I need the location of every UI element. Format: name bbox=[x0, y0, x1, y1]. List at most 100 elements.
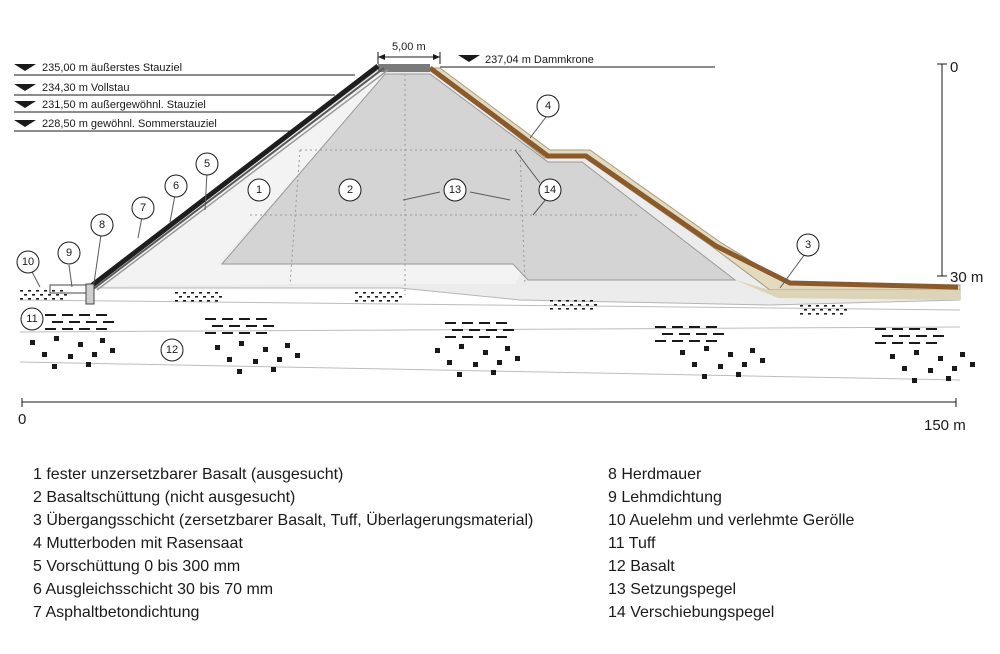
tuff-mark bbox=[479, 322, 490, 324]
tuff-mark bbox=[79, 314, 90, 316]
callout-circle bbox=[20, 307, 44, 331]
gravel-mark bbox=[28, 298, 31, 300]
gravel-mark bbox=[52, 290, 55, 292]
water-levels: 235,00 m äußerstes Stauziel 234,30 m Vol… bbox=[14, 62, 355, 132]
tuff-mark bbox=[899, 335, 910, 337]
basalt-mark bbox=[760, 358, 765, 363]
gravel-mark bbox=[800, 305, 803, 307]
legend-item: 4 Mutterboden mit Rasensaat bbox=[33, 535, 243, 552]
tuff-mark bbox=[655, 326, 666, 328]
basalt-mark bbox=[435, 348, 440, 353]
tuff-mark bbox=[672, 326, 683, 328]
gravel-mark bbox=[379, 300, 382, 302]
gravel-mark bbox=[24, 294, 27, 296]
basalt-mark bbox=[692, 362, 697, 367]
tuff-mark bbox=[445, 322, 456, 324]
height-axis-top: 0 bbox=[950, 59, 958, 76]
tuff-mark bbox=[246, 325, 257, 327]
gravel-mark bbox=[44, 298, 47, 300]
basalt-mark bbox=[263, 347, 268, 352]
legend-item: 7 Asphaltbetondichtung bbox=[33, 604, 200, 621]
gravel-mark bbox=[840, 313, 843, 315]
gravel-mark bbox=[52, 298, 55, 300]
gravel-mark bbox=[367, 296, 370, 298]
gravel-mark bbox=[816, 313, 819, 315]
tuff-mark bbox=[679, 333, 690, 335]
basalt-mark bbox=[497, 360, 502, 365]
legend-item: 11 Tuff bbox=[608, 535, 656, 552]
gravel-mark bbox=[191, 292, 194, 294]
tuff-mark bbox=[469, 329, 480, 331]
water-level-4: 228,50 m gewöhnl. Sommerstauziel bbox=[42, 118, 217, 130]
gravel-mark bbox=[570, 304, 573, 306]
basalt-mark bbox=[505, 346, 510, 351]
gravel-mark bbox=[816, 305, 819, 307]
gravel-mark bbox=[844, 309, 847, 311]
gravel-mark bbox=[40, 294, 43, 296]
length-axis-start: 0 bbox=[18, 411, 26, 428]
basalt-mark bbox=[718, 364, 723, 369]
tuff-mark bbox=[933, 335, 944, 337]
gravel-mark bbox=[391, 296, 394, 298]
water-level-1: 235,00 m äußerstes Stauziel bbox=[42, 62, 182, 74]
tuff-mark bbox=[689, 340, 700, 342]
legend-item: 5 Vorschüttung 0 bis 300 mm bbox=[33, 558, 241, 575]
gravel-mark bbox=[379, 292, 382, 294]
basalt-mark bbox=[42, 352, 47, 357]
crest-width: 5,00 m bbox=[392, 41, 426, 53]
tuff-mark bbox=[79, 328, 90, 330]
basalt-mark bbox=[78, 342, 83, 347]
callout-number: 12 bbox=[166, 344, 178, 356]
basalt-mark bbox=[952, 366, 957, 371]
gravel-mark bbox=[187, 296, 190, 298]
clay-seal bbox=[49, 284, 87, 294]
gravel-mark bbox=[828, 309, 831, 311]
callout-circle bbox=[538, 178, 562, 202]
callout-circle bbox=[16, 250, 40, 274]
zone-4-topsoil bbox=[428, 65, 959, 290]
crest-annotation: 237,04 m Dammkrone 5,00 m bbox=[377, 41, 715, 68]
gravel-mark bbox=[399, 296, 402, 298]
gravel-mark bbox=[183, 292, 186, 294]
gravel-mark bbox=[808, 313, 811, 315]
ground-textures bbox=[20, 290, 975, 383]
gravel-mark bbox=[840, 305, 843, 307]
gravel-mark bbox=[371, 292, 374, 294]
legend-item: 14 Verschiebungspegel bbox=[608, 604, 775, 621]
legend-item: 3 Übergangsschicht (zersetzbarer Basalt,… bbox=[33, 512, 534, 529]
callout-number: 10 bbox=[22, 256, 34, 268]
basalt-mark bbox=[110, 348, 115, 353]
tuff-mark bbox=[96, 328, 107, 330]
tuff-mark bbox=[892, 342, 903, 344]
callout-number: 1 bbox=[256, 184, 262, 196]
length-scale: 0 150 m bbox=[18, 398, 966, 434]
gravel-mark bbox=[578, 304, 581, 306]
zone-2-basalt-fill bbox=[220, 73, 737, 281]
basalt-mark bbox=[473, 362, 478, 367]
tuff-mark bbox=[52, 321, 63, 323]
dam-crest bbox=[378, 64, 430, 72]
basalt-mark bbox=[938, 356, 943, 361]
gravel-mark bbox=[383, 296, 386, 298]
tuff-mark bbox=[452, 329, 463, 331]
gravel-mark bbox=[36, 298, 39, 300]
basalt-mark bbox=[902, 366, 907, 371]
legend-item: 9 Lehmdichtung bbox=[608, 489, 722, 506]
tuff-mark bbox=[875, 342, 886, 344]
tuff-mark bbox=[479, 336, 490, 338]
tuff-mark bbox=[892, 328, 903, 330]
basalt-mark bbox=[86, 362, 91, 367]
tuff-mark bbox=[96, 314, 107, 316]
basalt-mark bbox=[704, 346, 709, 351]
gravel-mark bbox=[824, 313, 827, 315]
gravel-mark bbox=[590, 308, 593, 310]
gravel-mark bbox=[175, 300, 178, 302]
dam-cross-section: 235,00 m äußerstes Stauziel 234,30 m Vol… bbox=[14, 41, 983, 434]
water-level-2: 234,30 m Vollstau bbox=[42, 82, 129, 94]
tuff-mark bbox=[103, 321, 114, 323]
callout-number: 5 bbox=[204, 158, 210, 170]
gravel-mark bbox=[36, 290, 39, 292]
legend-item: 1 fester unzersetzbarer Basalt (ausgesuc… bbox=[33, 466, 344, 483]
tuff-mark bbox=[222, 332, 233, 334]
